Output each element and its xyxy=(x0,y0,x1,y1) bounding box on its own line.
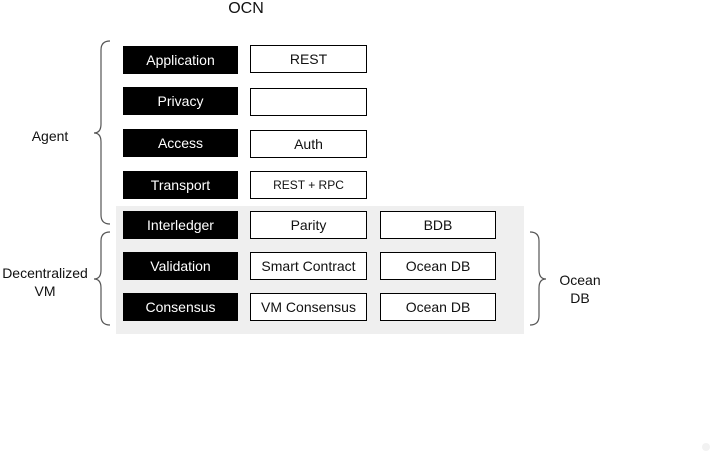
layer-access: Access xyxy=(123,129,238,157)
box-application-impl: REST xyxy=(250,45,367,73)
corner-dot xyxy=(702,443,710,451)
ocean-db-label-line1: Ocean xyxy=(559,272,601,288)
layer-interledger: Interledger xyxy=(123,211,238,239)
diagram-title: OCN xyxy=(228,0,264,17)
decentralized-vm-label: Decentralized VM xyxy=(0,264,90,300)
layer-validation: Validation xyxy=(123,252,238,280)
box-validation-impl: Smart Contract xyxy=(250,252,367,280)
agent-label: Agent xyxy=(31,128,69,144)
decentralized-vm-label-line1: Decentralized xyxy=(2,265,88,281)
box-privacy-impl xyxy=(250,88,367,116)
ocean-db-label: Ocean DB xyxy=(550,271,610,307)
box-validation-db: Ocean DB xyxy=(380,252,496,280)
layer-privacy: Privacy xyxy=(123,87,238,115)
box-consensus-impl: VM Consensus xyxy=(250,293,367,321)
decentralized-vm-label-line2: VM xyxy=(34,283,56,299)
box-access-impl: Auth xyxy=(250,130,367,158)
ocean-db-label-line2: DB xyxy=(570,290,590,306)
box-transport-impl: REST + RPC xyxy=(250,171,367,199)
decentralized-vm-bracket xyxy=(93,231,111,326)
agent-bracket xyxy=(93,40,111,225)
box-interledger-impl: Parity xyxy=(250,211,367,239)
box-interledger-db: BDB xyxy=(380,211,496,239)
layer-application: Application xyxy=(123,46,238,74)
ocean-db-bracket xyxy=(529,231,547,326)
box-consensus-db: Ocean DB xyxy=(380,293,496,321)
layer-transport: Transport xyxy=(123,171,238,199)
layer-consensus: Consensus xyxy=(123,293,238,321)
